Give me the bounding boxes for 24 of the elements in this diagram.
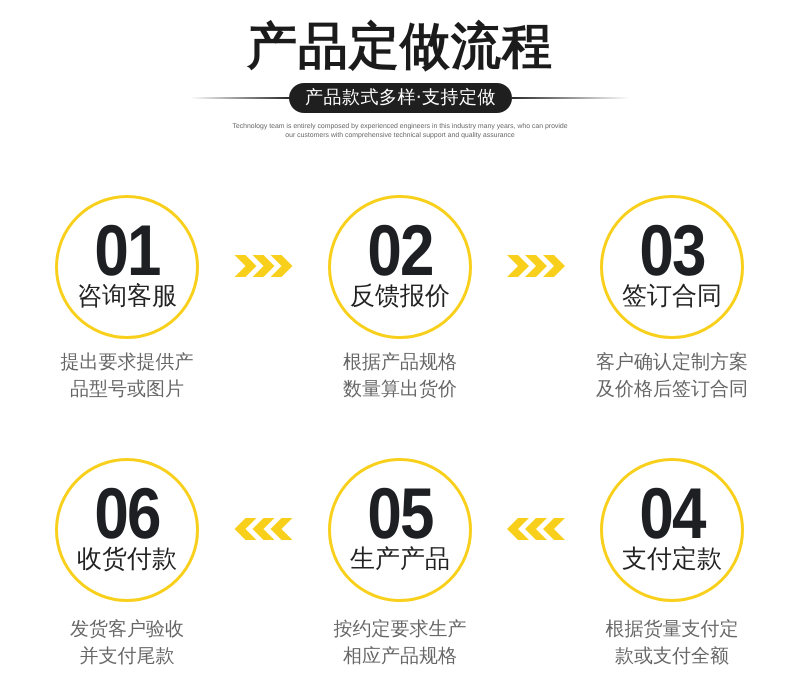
chevron-arrow <box>507 518 565 540</box>
step-title: 生产产品 <box>350 545 450 573</box>
step-caption: 客户确认定制方案及价格后签订合同 <box>595 350 749 402</box>
chevron-arrow <box>234 518 292 540</box>
step-number: 03 <box>639 223 705 281</box>
step-title: 反馈报价 <box>350 282 450 310</box>
step-caption: 提出要求提供产品型号或图片 <box>60 350 194 402</box>
step-title: 支付定款 <box>622 545 722 573</box>
step-caption: 按约定要求生产相应产品规格 <box>332 617 468 669</box>
step-title: 咨询客服 <box>77 282 177 310</box>
step-title: 收货付款 <box>77 545 177 573</box>
chevron-arrow <box>507 255 565 277</box>
step-number: 01 <box>94 223 160 281</box>
step-number: 02 <box>367 223 433 281</box>
step-number: 05 <box>367 486 433 544</box>
page-title: 产品定做流程 <box>246 21 554 71</box>
step-number: 04 <box>639 486 706 544</box>
step-number: 06 <box>94 486 160 544</box>
step-caption: 根据货量支付定款或支付全额 <box>604 617 740 669</box>
step-title: 签订合同 <box>622 282 722 310</box>
chevron-arrow <box>234 255 292 277</box>
step-caption: 根据产品规格数量算出货价 <box>342 350 458 402</box>
subtitle-pill: 产品款式多样·支持定做 <box>289 83 512 113</box>
step-caption: 发货客户验收并支付尾款 <box>69 617 185 669</box>
